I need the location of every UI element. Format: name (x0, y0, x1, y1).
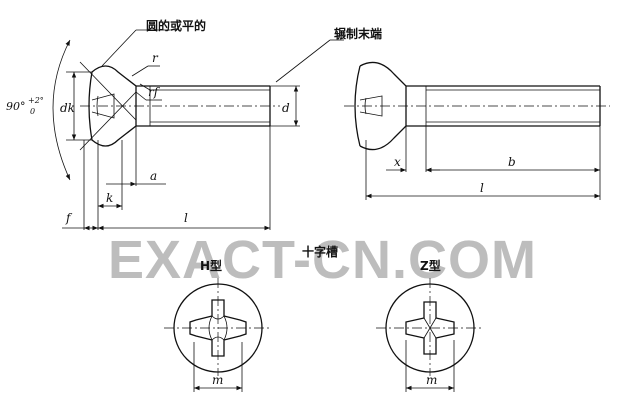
z-type-recess (376, 278, 484, 392)
label-z-type: Z型 (420, 258, 441, 273)
watermark: EXACT-CN.COM (108, 230, 537, 290)
label-dk: dk (60, 101, 75, 115)
h-type-recess (164, 278, 272, 392)
label-d: d (282, 101, 290, 115)
label-m-z: m (426, 373, 437, 387)
label-rolled-end: 辗制末端 (334, 26, 382, 41)
label-m-h: m (212, 373, 223, 387)
label-l-left: l (184, 211, 188, 225)
label-angle-tol-upper: +2° (28, 96, 44, 105)
label-angle-tol-lower: 0 (30, 107, 35, 116)
right-screw-view (344, 61, 610, 200)
label-f: f (65, 211, 73, 225)
label-cross-recess: 十字槽 (302, 244, 338, 259)
left-screw-view (52, 29, 344, 231)
label-b: b (508, 155, 516, 169)
label-angle: 90° (6, 100, 26, 113)
label-k: k (106, 191, 113, 205)
label-x: x (394, 155, 401, 169)
label-a: a (150, 169, 157, 183)
label-l-right: l (480, 181, 484, 195)
label-h-type: H型 (200, 258, 222, 273)
label-rf: rf (148, 85, 161, 99)
label-round-or-flat: 圆的或平的 (146, 18, 206, 33)
label-r: r (152, 51, 159, 65)
